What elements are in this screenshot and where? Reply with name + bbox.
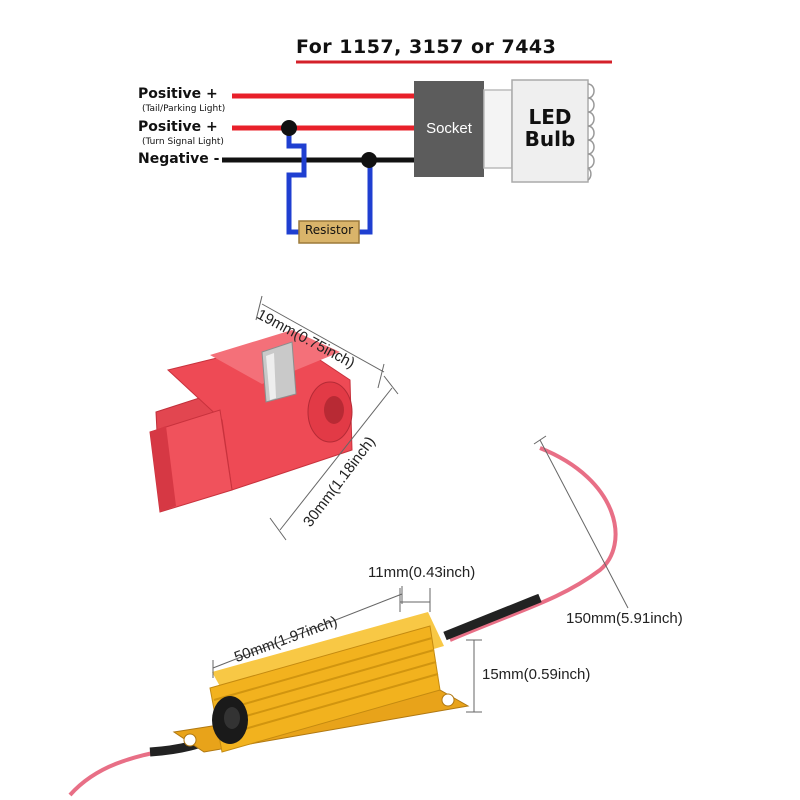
socket-label: Socket <box>426 120 472 137</box>
junction-dot-negative <box>361 152 377 168</box>
led-bulb-label: LED Bulb <box>512 106 588 150</box>
diagram-title: For 1157, 3157 or 7443 <box>296 36 557 58</box>
positive-turn-label: Positive + <box>138 119 218 135</box>
heatshrink-right <box>443 593 542 641</box>
resistor-wire-left <box>286 128 307 235</box>
resistor-block <box>298 220 360 244</box>
mount-hole-right <box>441 693 455 707</box>
led-bulb-box <box>511 79 589 183</box>
output-wire-right <box>449 446 618 642</box>
resistor-wire-right <box>358 160 373 235</box>
bulb-scallops <box>587 83 595 181</box>
positive-tail-sublabel: (Tail/Parking Light) <box>142 104 226 114</box>
junction-dot-positive <box>281 120 297 136</box>
resistor-label: Resistor <box>305 223 353 237</box>
socket-box <box>414 81 484 177</box>
bulb-neck <box>483 89 513 169</box>
connector-dimension-lines <box>255 295 399 541</box>
resistor-top-width-dim: 11mm(0.43inch) <box>368 564 476 581</box>
mount-hole-left <box>183 733 197 747</box>
resistor-dimension-lines <box>212 435 629 713</box>
t-tap-connector <box>149 330 353 513</box>
led-label-line2: Bulb <box>524 127 576 151</box>
resistor-height-dim: 15mm(0.59inch) <box>482 666 591 683</box>
led-label-line1: LED <box>528 105 572 129</box>
wire-length-dim: 150mm(5.91inch) <box>566 610 683 627</box>
positive-tail-label: Positive + <box>138 86 218 102</box>
resistor-fins <box>213 637 439 737</box>
negative-label: Negative - <box>138 151 220 167</box>
positive-turn-sublabel: (Turn Signal Light) <box>142 137 224 147</box>
